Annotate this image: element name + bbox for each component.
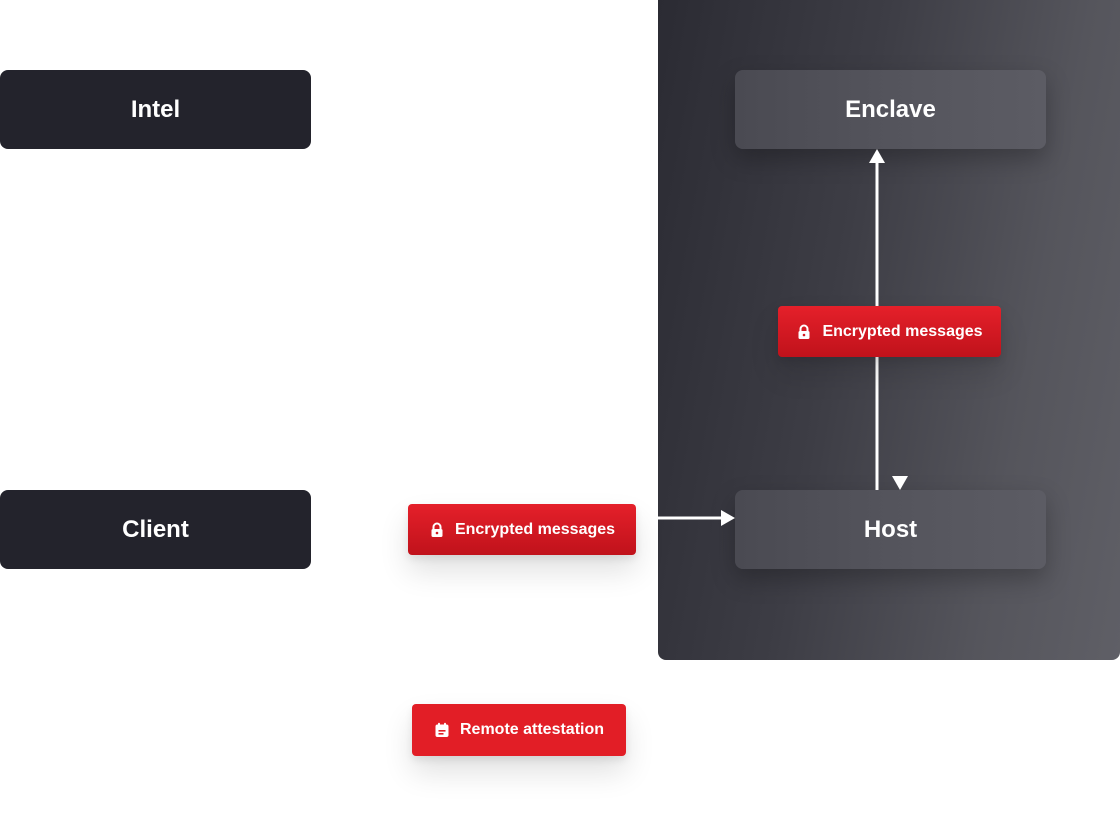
client-node: Client bbox=[0, 490, 311, 569]
remote-attestation-badge: Remote attestation bbox=[412, 704, 626, 756]
encrypted-messages-badge-client: Encrypted messages bbox=[408, 504, 636, 555]
calendar-icon bbox=[434, 722, 450, 738]
host-node: Host bbox=[735, 490, 1046, 569]
host-label: Host bbox=[863, 515, 918, 543]
lock-icon bbox=[429, 522, 445, 538]
enclave-label: Enclave bbox=[845, 95, 936, 123]
badge-label: Encrypted messages bbox=[454, 520, 616, 538]
enclave-node: Enclave bbox=[735, 70, 1046, 149]
lock-icon bbox=[796, 324, 812, 340]
badge-label: Remote attestation bbox=[459, 721, 605, 738]
client-label: Client bbox=[122, 515, 189, 543]
intel-node: Intel bbox=[0, 70, 311, 149]
intel-label: Intel bbox=[130, 95, 181, 123]
badge-label: Encrypted messages bbox=[822, 322, 983, 340]
encrypted-messages-badge-panel: Encrypted messages bbox=[778, 306, 1001, 357]
